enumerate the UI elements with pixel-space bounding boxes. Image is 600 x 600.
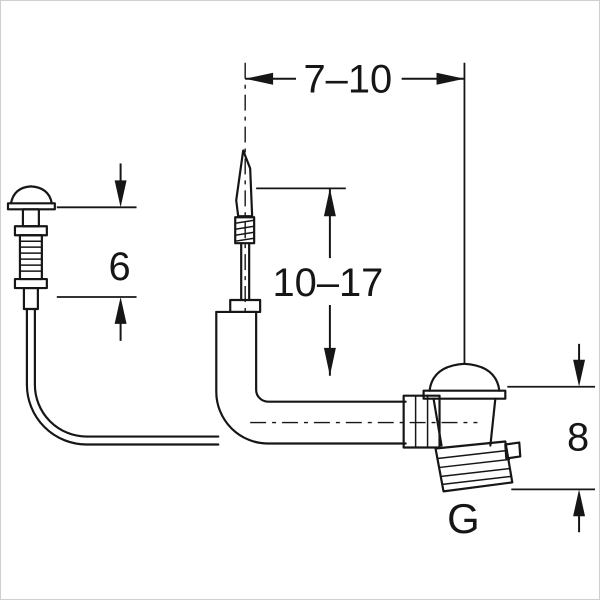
overflow-elbow-pipe <box>215 310 407 445</box>
connection-nut <box>402 394 441 449</box>
dimension-top-width: 7–10 <box>245 58 465 102</box>
dim-left-label: 6 <box>109 245 131 289</box>
dimension-knob-stroke: 6 <box>56 163 137 341</box>
valve-dome-cap <box>428 362 501 392</box>
valve-cone-left <box>432 397 443 447</box>
rod-tip <box>235 149 254 218</box>
dim-middle-arrow-down <box>323 347 336 376</box>
centerlines <box>244 62 478 424</box>
rod-adjuster <box>234 216 256 245</box>
dim-middle-label: 10–17 <box>272 261 383 305</box>
knob-cap <box>9 185 53 205</box>
valve-side-tab <box>504 441 522 460</box>
dimension-valve-height: 8 <box>507 343 596 533</box>
dim-left-arrow-up <box>114 297 127 324</box>
pipe-outer-wall <box>215 310 407 445</box>
thread-label: G <box>447 495 480 542</box>
knob-thread-hatch <box>19 240 43 272</box>
knob-flange-upper <box>13 225 48 237</box>
knob-lower-stem <box>22 286 39 311</box>
knob-flange-lower <box>13 277 48 290</box>
dim-right-arrow-down <box>573 359 586 387</box>
bowden-cable <box>25 307 220 446</box>
rod-adjuster-hatch <box>234 219 255 242</box>
cable-inner-line <box>33 307 220 438</box>
dim-top-label: 7–10 <box>304 58 393 102</box>
pull-knob-assembly <box>6 185 56 311</box>
pipe-inner-wall <box>255 310 407 403</box>
drain-valve <box>402 362 522 493</box>
dim-top-arrow-right <box>436 72 465 85</box>
valve-flange <box>422 389 507 400</box>
valve-cone-right <box>489 397 497 447</box>
valve-thread-body <box>434 440 514 493</box>
dim-right-arrow-up <box>573 489 586 517</box>
knob-stem <box>21 208 40 228</box>
valve-thread-lines <box>436 449 513 486</box>
cable-outer-line <box>25 307 220 446</box>
dim-middle-arrow-up <box>323 188 336 217</box>
dim-right-label: 8 <box>567 415 589 459</box>
dim-left-arrow-down <box>114 180 127 208</box>
dim-top-arrow-left <box>245 72 274 85</box>
dimension-middle-height: 10–17 <box>256 187 383 376</box>
